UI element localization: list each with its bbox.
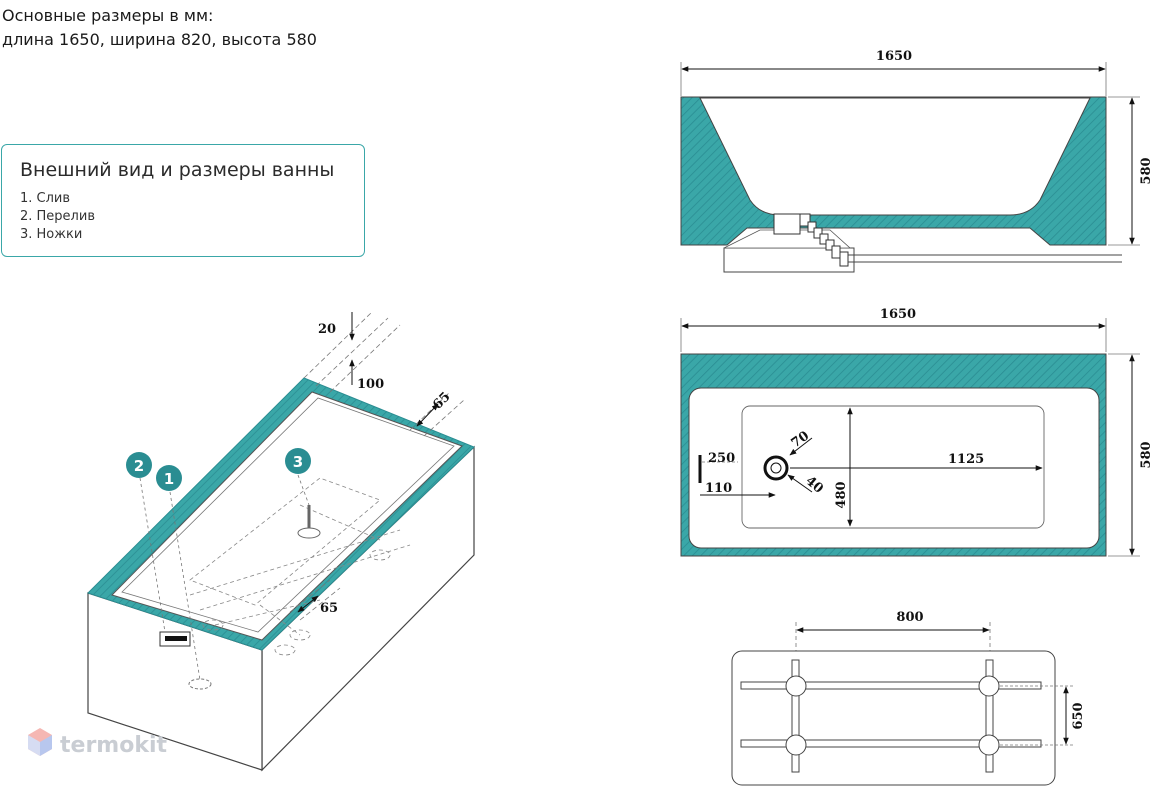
header-line-2: длина 1650, ширина 820, высота 580 [2, 30, 317, 49]
legend-list: 1. Слив 2. Перелив 3. Ножки [20, 190, 95, 244]
legs-dim-800: 800 [896, 610, 923, 625]
badge-3: 3 [285, 448, 311, 474]
legend-item-legs: 3. Ножки [20, 227, 83, 242]
side-dim-height: 580 [1139, 157, 1152, 184]
top-dim-480: 480 [834, 481, 849, 508]
legs-view: 800 650 [731, 610, 1086, 786]
top-view: 1650 250 110 70 40 1125 480 580 [680, 307, 1152, 557]
iso-drain [188, 678, 212, 690]
badge-1: 1 [156, 465, 182, 491]
top-dim-250: 250 [708, 451, 735, 466]
side-dim-length: 1650 [876, 49, 912, 64]
header-text: Основные размеры в мм: длина 1650, ширин… [2, 4, 317, 52]
svg-text:3: 3 [293, 453, 303, 471]
legend-item-drain: 1. Слив [20, 191, 71, 206]
iso-dim-20: 20 [318, 322, 336, 337]
iso-basin-opening [111, 391, 463, 641]
top-dim-width: 580 [1139, 441, 1152, 468]
header-line-1: Основные размеры в мм: [2, 6, 214, 25]
iso-dim-100: 100 [357, 377, 384, 392]
iso-dim-65-top: 65 [430, 389, 453, 412]
legs-dim-650: 650 [1071, 702, 1086, 729]
logo-text: termokit [60, 733, 167, 758]
isometric-view: 20 100 65 65 [87, 311, 475, 772]
termokit-logo: termokit [28, 728, 167, 758]
top-dim-1125: 1125 [948, 452, 984, 467]
iso-leg-frame [189, 504, 411, 656]
svg-text:1: 1 [164, 470, 174, 488]
top-dim-110: 110 [705, 481, 732, 496]
legend-box: Внешний вид и размеры ванны 1. Слив 2. П… [1, 144, 365, 257]
svg-text:2: 2 [134, 457, 144, 475]
side-view: 1650 580 [680, 49, 1152, 273]
top-dim-length: 1650 [880, 307, 916, 322]
iso-basin-floor [189, 477, 381, 606]
legend-item-overflow: 2. Перелив [20, 209, 95, 224]
iso-dim-65-bottom: 65 [320, 601, 338, 616]
legend-title: Внешний вид и размеры ванны [20, 159, 335, 181]
badge-2: 2 [126, 452, 152, 478]
